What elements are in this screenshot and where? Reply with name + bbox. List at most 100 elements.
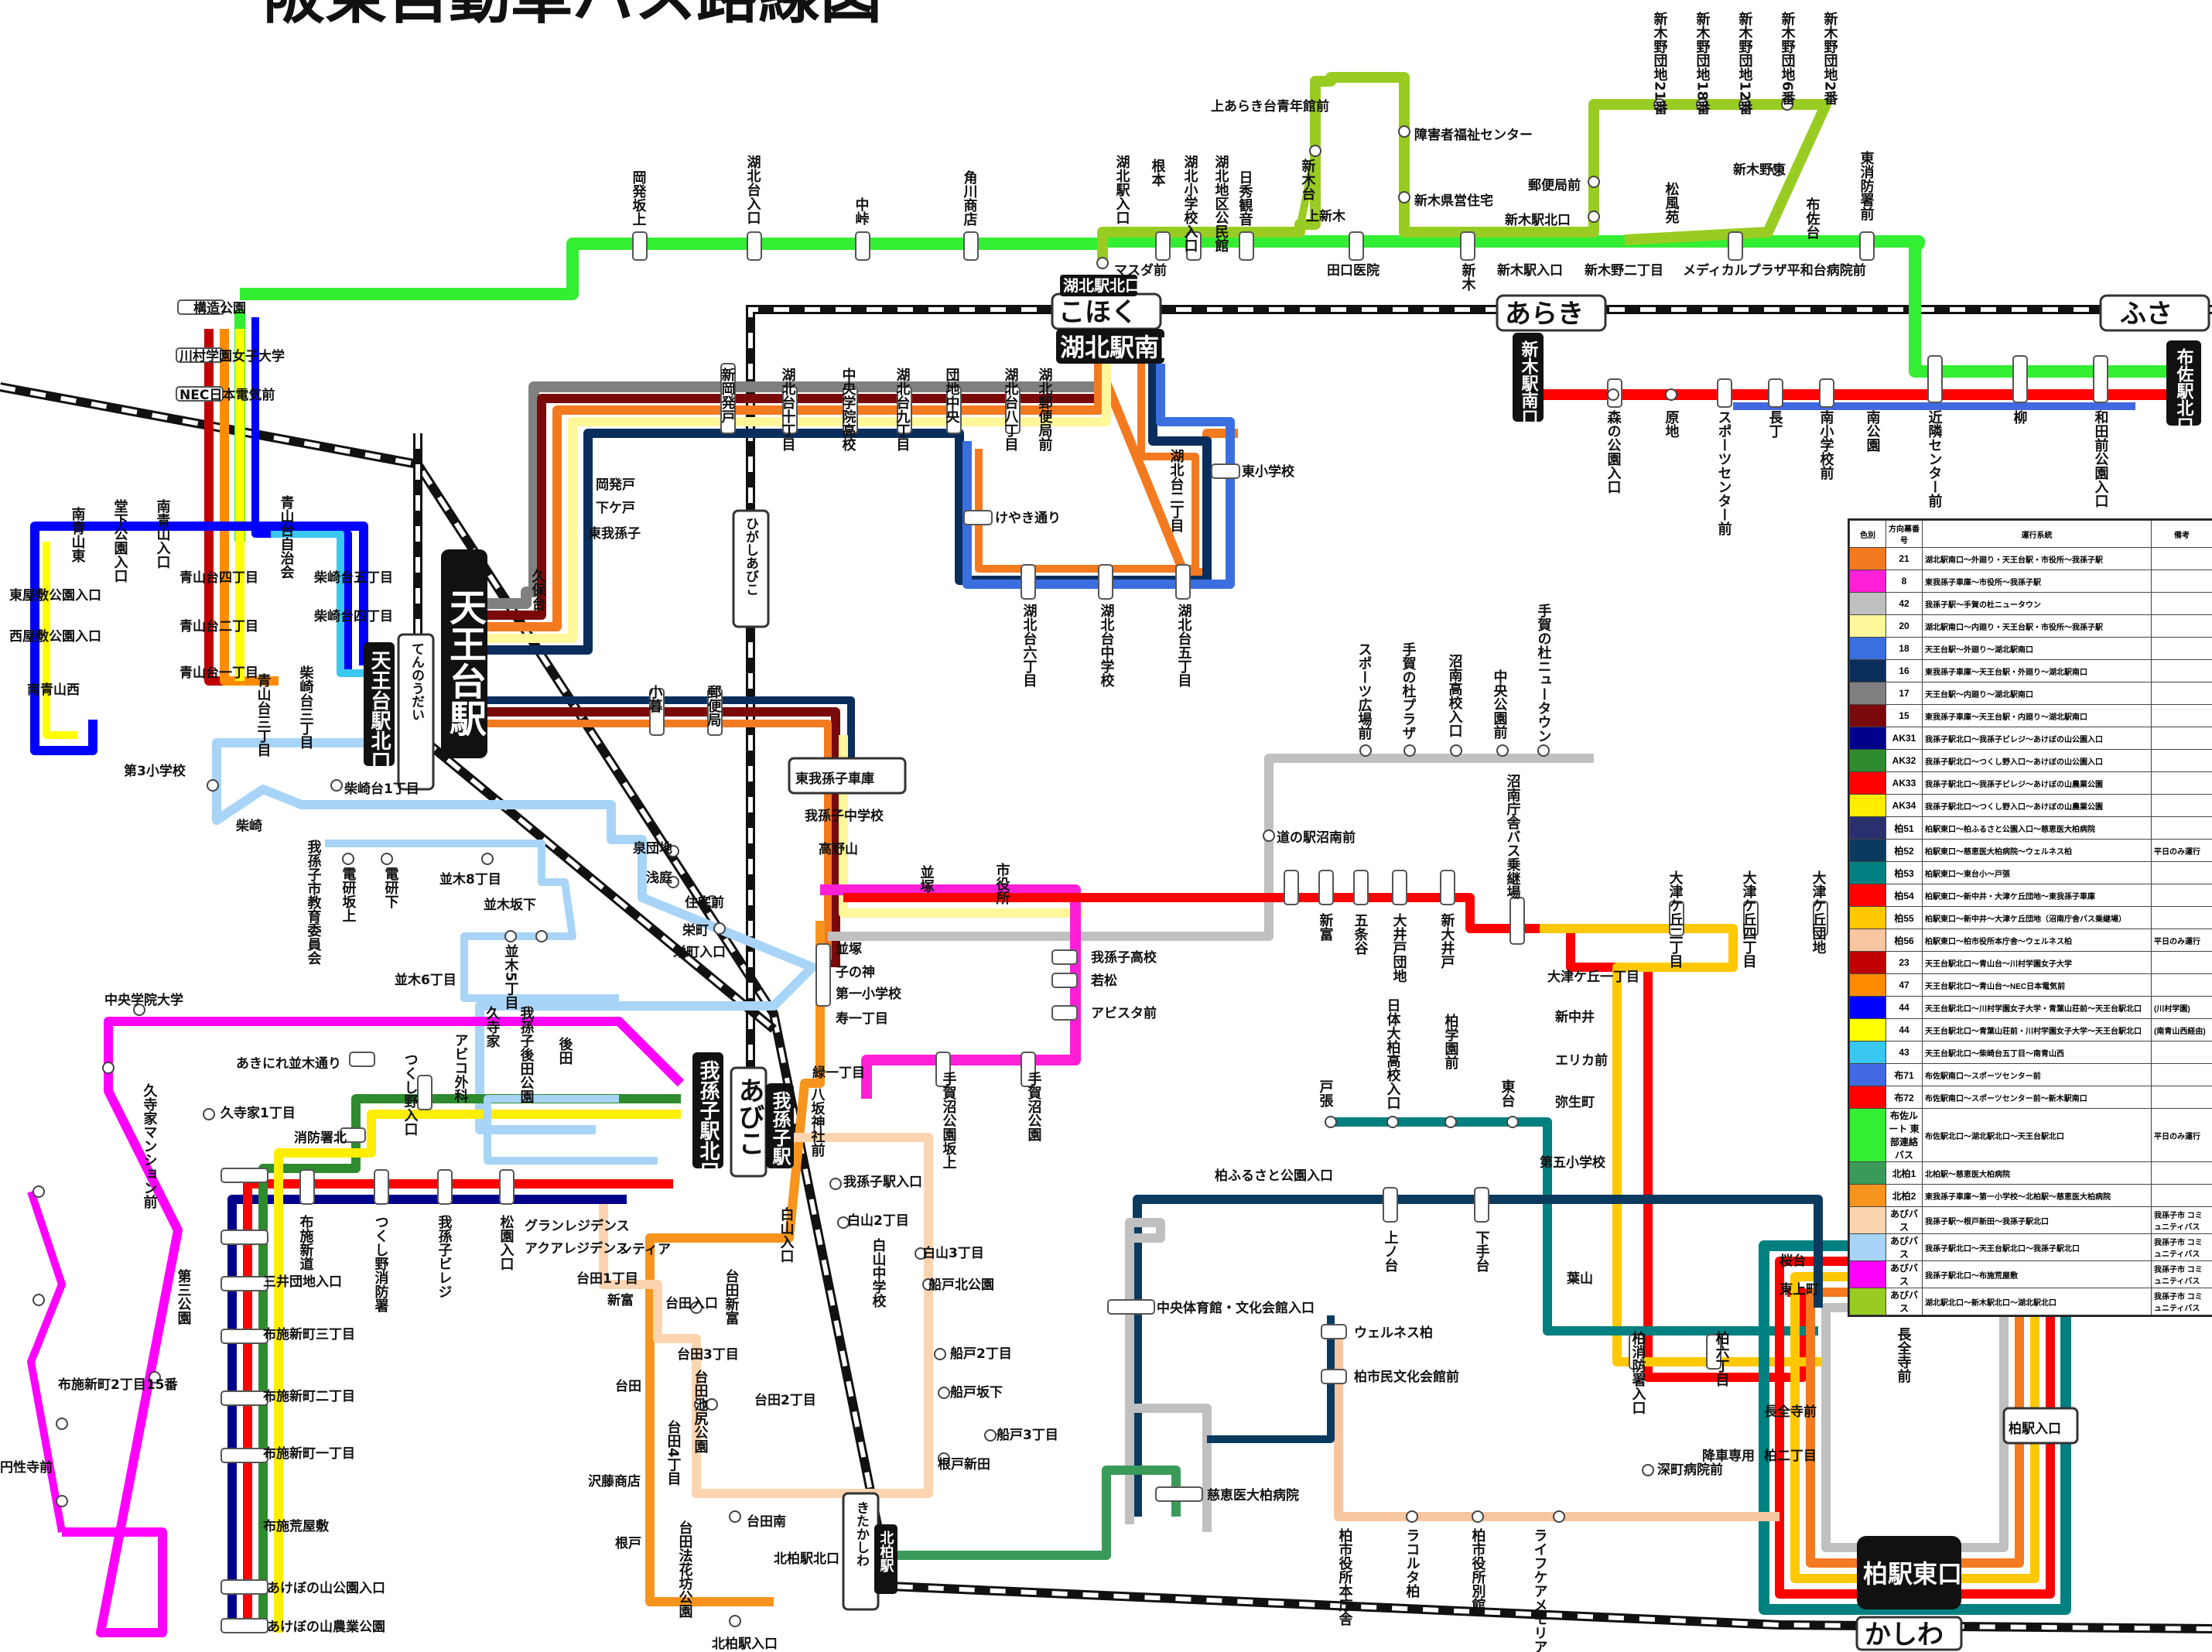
stop-dot[interactable]	[207, 780, 218, 791]
stop-marker[interactable]	[1769, 379, 1783, 407]
stop-marker[interactable]	[1820, 379, 1834, 407]
stop-marker[interactable]	[1176, 565, 1190, 599]
stop-dot[interactable]	[714, 923, 725, 934]
stop-marker[interactable]	[2013, 356, 2027, 402]
stop-dot[interactable]	[331, 780, 342, 791]
stop-dot[interactable]	[1387, 1117, 1398, 1127]
stop-marker[interactable]	[221, 1168, 268, 1182]
stop-marker[interactable]	[1212, 464, 1239, 478]
stop-marker[interactable]	[1108, 1300, 1154, 1314]
stop-dot[interactable]	[1451, 745, 1462, 756]
stop-dot[interactable]	[33, 1186, 44, 1197]
stop-dot[interactable]	[935, 1349, 945, 1360]
stop-marker[interactable]	[1156, 232, 1170, 260]
stop-marker[interactable]	[1284, 870, 1298, 905]
stop-dot[interactable]	[1472, 1511, 1483, 1522]
stop-marker[interactable]	[964, 232, 978, 260]
stop-marker[interactable]	[1319, 870, 1333, 905]
stop-dot[interactable]	[1310, 145, 1321, 156]
stop-dot[interactable]	[1497, 745, 1508, 756]
legend-color-swatch	[1850, 862, 1886, 884]
stop-marker[interactable]	[1383, 1188, 1397, 1222]
stop-dot[interactable]	[536, 931, 547, 942]
legend-route-number: あびバス	[1886, 1234, 1923, 1261]
stop-dot[interactable]	[1608, 389, 1619, 400]
stop-dot[interactable]	[1404, 745, 1415, 756]
stop-dot[interactable]	[33, 1295, 44, 1305]
stop-dot[interactable]	[1399, 126, 1410, 137]
stop-marker[interactable]	[856, 232, 870, 260]
stop-marker[interactable]	[964, 511, 992, 525]
stop-marker[interactable]	[816, 944, 830, 1006]
stop-marker[interactable]	[221, 1329, 268, 1343]
stop-dot[interactable]	[381, 853, 392, 864]
legend-route-number: 18	[1886, 638, 1923, 660]
stop-marker[interactable]	[1354, 870, 1368, 905]
stop-marker[interactable]	[1393, 870, 1407, 905]
stop-marker[interactable]	[1860, 232, 1874, 260]
stop-dot[interactable]	[1643, 1465, 1653, 1476]
stop-marker[interactable]	[418, 1076, 432, 1110]
stop-marker[interactable]	[1099, 565, 1113, 599]
stop-dot[interactable]	[203, 1109, 214, 1120]
stop-marker[interactable]	[221, 1619, 268, 1633]
stop-dot[interactable]	[1588, 176, 1599, 187]
stop-dot[interactable]	[1360, 745, 1371, 756]
stop-marker[interactable]	[1728, 232, 1742, 260]
stop-label: 湖北台入口	[745, 155, 761, 224]
stop-marker[interactable]	[633, 232, 647, 260]
stop-marker[interactable]	[1441, 870, 1455, 905]
stop-marker[interactable]	[438, 1170, 452, 1204]
stop-marker[interactable]	[1052, 973, 1077, 987]
stop-dot[interactable]	[730, 1511, 740, 1522]
stop-marker[interactable]	[1021, 565, 1035, 599]
stop-marker[interactable]	[1475, 1188, 1489, 1222]
stop-marker[interactable]	[374, 1170, 388, 1204]
legend-route-note	[2152, 615, 2212, 638]
stop-dot[interactable]	[1445, 1117, 1456, 1127]
stop-marker[interactable]	[1052, 950, 1077, 964]
stop-dot[interactable]	[343, 853, 354, 864]
stop-marker[interactable]	[221, 1230, 268, 1244]
stop-marker[interactable]	[747, 232, 761, 260]
legend-route-description: 東我孫子車庫〜天王台駅・内廻り〜湖北駅南口	[1923, 705, 2152, 727]
stop-dot[interactable]	[938, 1387, 949, 1398]
stop-marker[interactable]	[1928, 356, 1942, 402]
stop-dot[interactable]	[482, 853, 493, 864]
stop-marker[interactable]	[221, 1277, 268, 1291]
fusa-railway-label: ふさ	[2120, 299, 2173, 330]
stop-marker[interactable]	[1461, 232, 1475, 260]
stop-marker[interactable]	[221, 1580, 268, 1594]
stop-marker[interactable]	[300, 1170, 314, 1204]
stop-marker[interactable]	[1321, 1370, 1346, 1384]
stop-dot[interactable]	[103, 1062, 114, 1073]
stop-marker[interactable]	[350, 1052, 374, 1066]
stop-dot[interactable]	[56, 1496, 67, 1507]
stop-marker[interactable]	[1156, 1487, 1202, 1501]
stop-dot[interactable]	[1263, 830, 1274, 841]
stop-marker[interactable]	[221, 1448, 268, 1462]
stop-dot[interactable]	[56, 1418, 67, 1429]
stop-dot[interactable]	[1538, 745, 1549, 756]
stop-dot[interactable]	[985, 1430, 996, 1441]
stop-dot[interactable]	[1097, 258, 1108, 268]
stop-marker[interactable]	[1349, 232, 1363, 260]
stop-marker[interactable]	[1510, 898, 1524, 944]
stop-dot[interactable]	[1666, 389, 1677, 400]
stop-dot[interactable]	[1325, 1117, 1336, 1127]
stop-marker[interactable]	[221, 1391, 268, 1405]
stop-dot[interactable]	[1554, 1511, 1564, 1522]
stop-marker[interactable]	[1718, 379, 1732, 407]
stop-marker[interactable]	[1239, 232, 1253, 260]
stop-dot[interactable]	[1507, 1117, 1518, 1127]
stop-marker[interactable]	[1052, 1006, 1077, 1020]
stop-marker[interactable]	[500, 1170, 514, 1204]
stop-dot[interactable]	[730, 1616, 740, 1626]
stop-dot[interactable]	[1407, 1511, 1417, 1522]
stop-dot[interactable]	[830, 1178, 841, 1189]
stop-marker[interactable]	[2094, 356, 2108, 402]
stop-marker[interactable]	[1321, 1325, 1346, 1339]
stop-dot[interactable]	[1399, 192, 1410, 203]
stop-dot[interactable]	[1588, 211, 1599, 222]
stop-dot[interactable]	[505, 931, 516, 942]
